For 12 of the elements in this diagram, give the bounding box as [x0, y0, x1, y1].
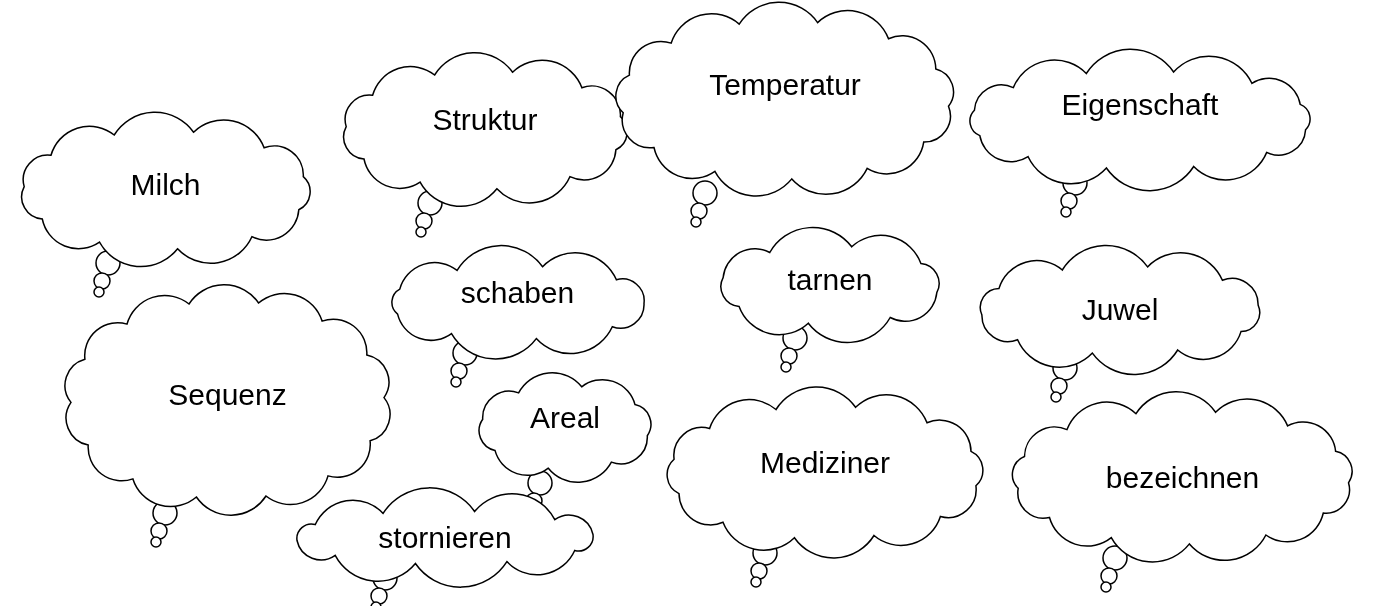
cloud-text: Eigenschaft [1061, 88, 1219, 122]
cloud-text: Milch [130, 168, 201, 202]
cloud-text: tarnen [787, 263, 873, 297]
cloud-text: Struktur [432, 103, 538, 137]
cloud-text: schaben [460, 275, 575, 310]
cloud-text: Temperatur [709, 68, 861, 102]
cloud-text: Mediziner [759, 445, 891, 480]
cloud-text: Juwel [1081, 293, 1159, 327]
cloud-text: bezeichnen [1105, 460, 1260, 495]
cloud-text: Sequenz [168, 378, 287, 412]
cloud-text: stornieren [378, 520, 512, 555]
cloud-text: Areal [530, 400, 600, 435]
